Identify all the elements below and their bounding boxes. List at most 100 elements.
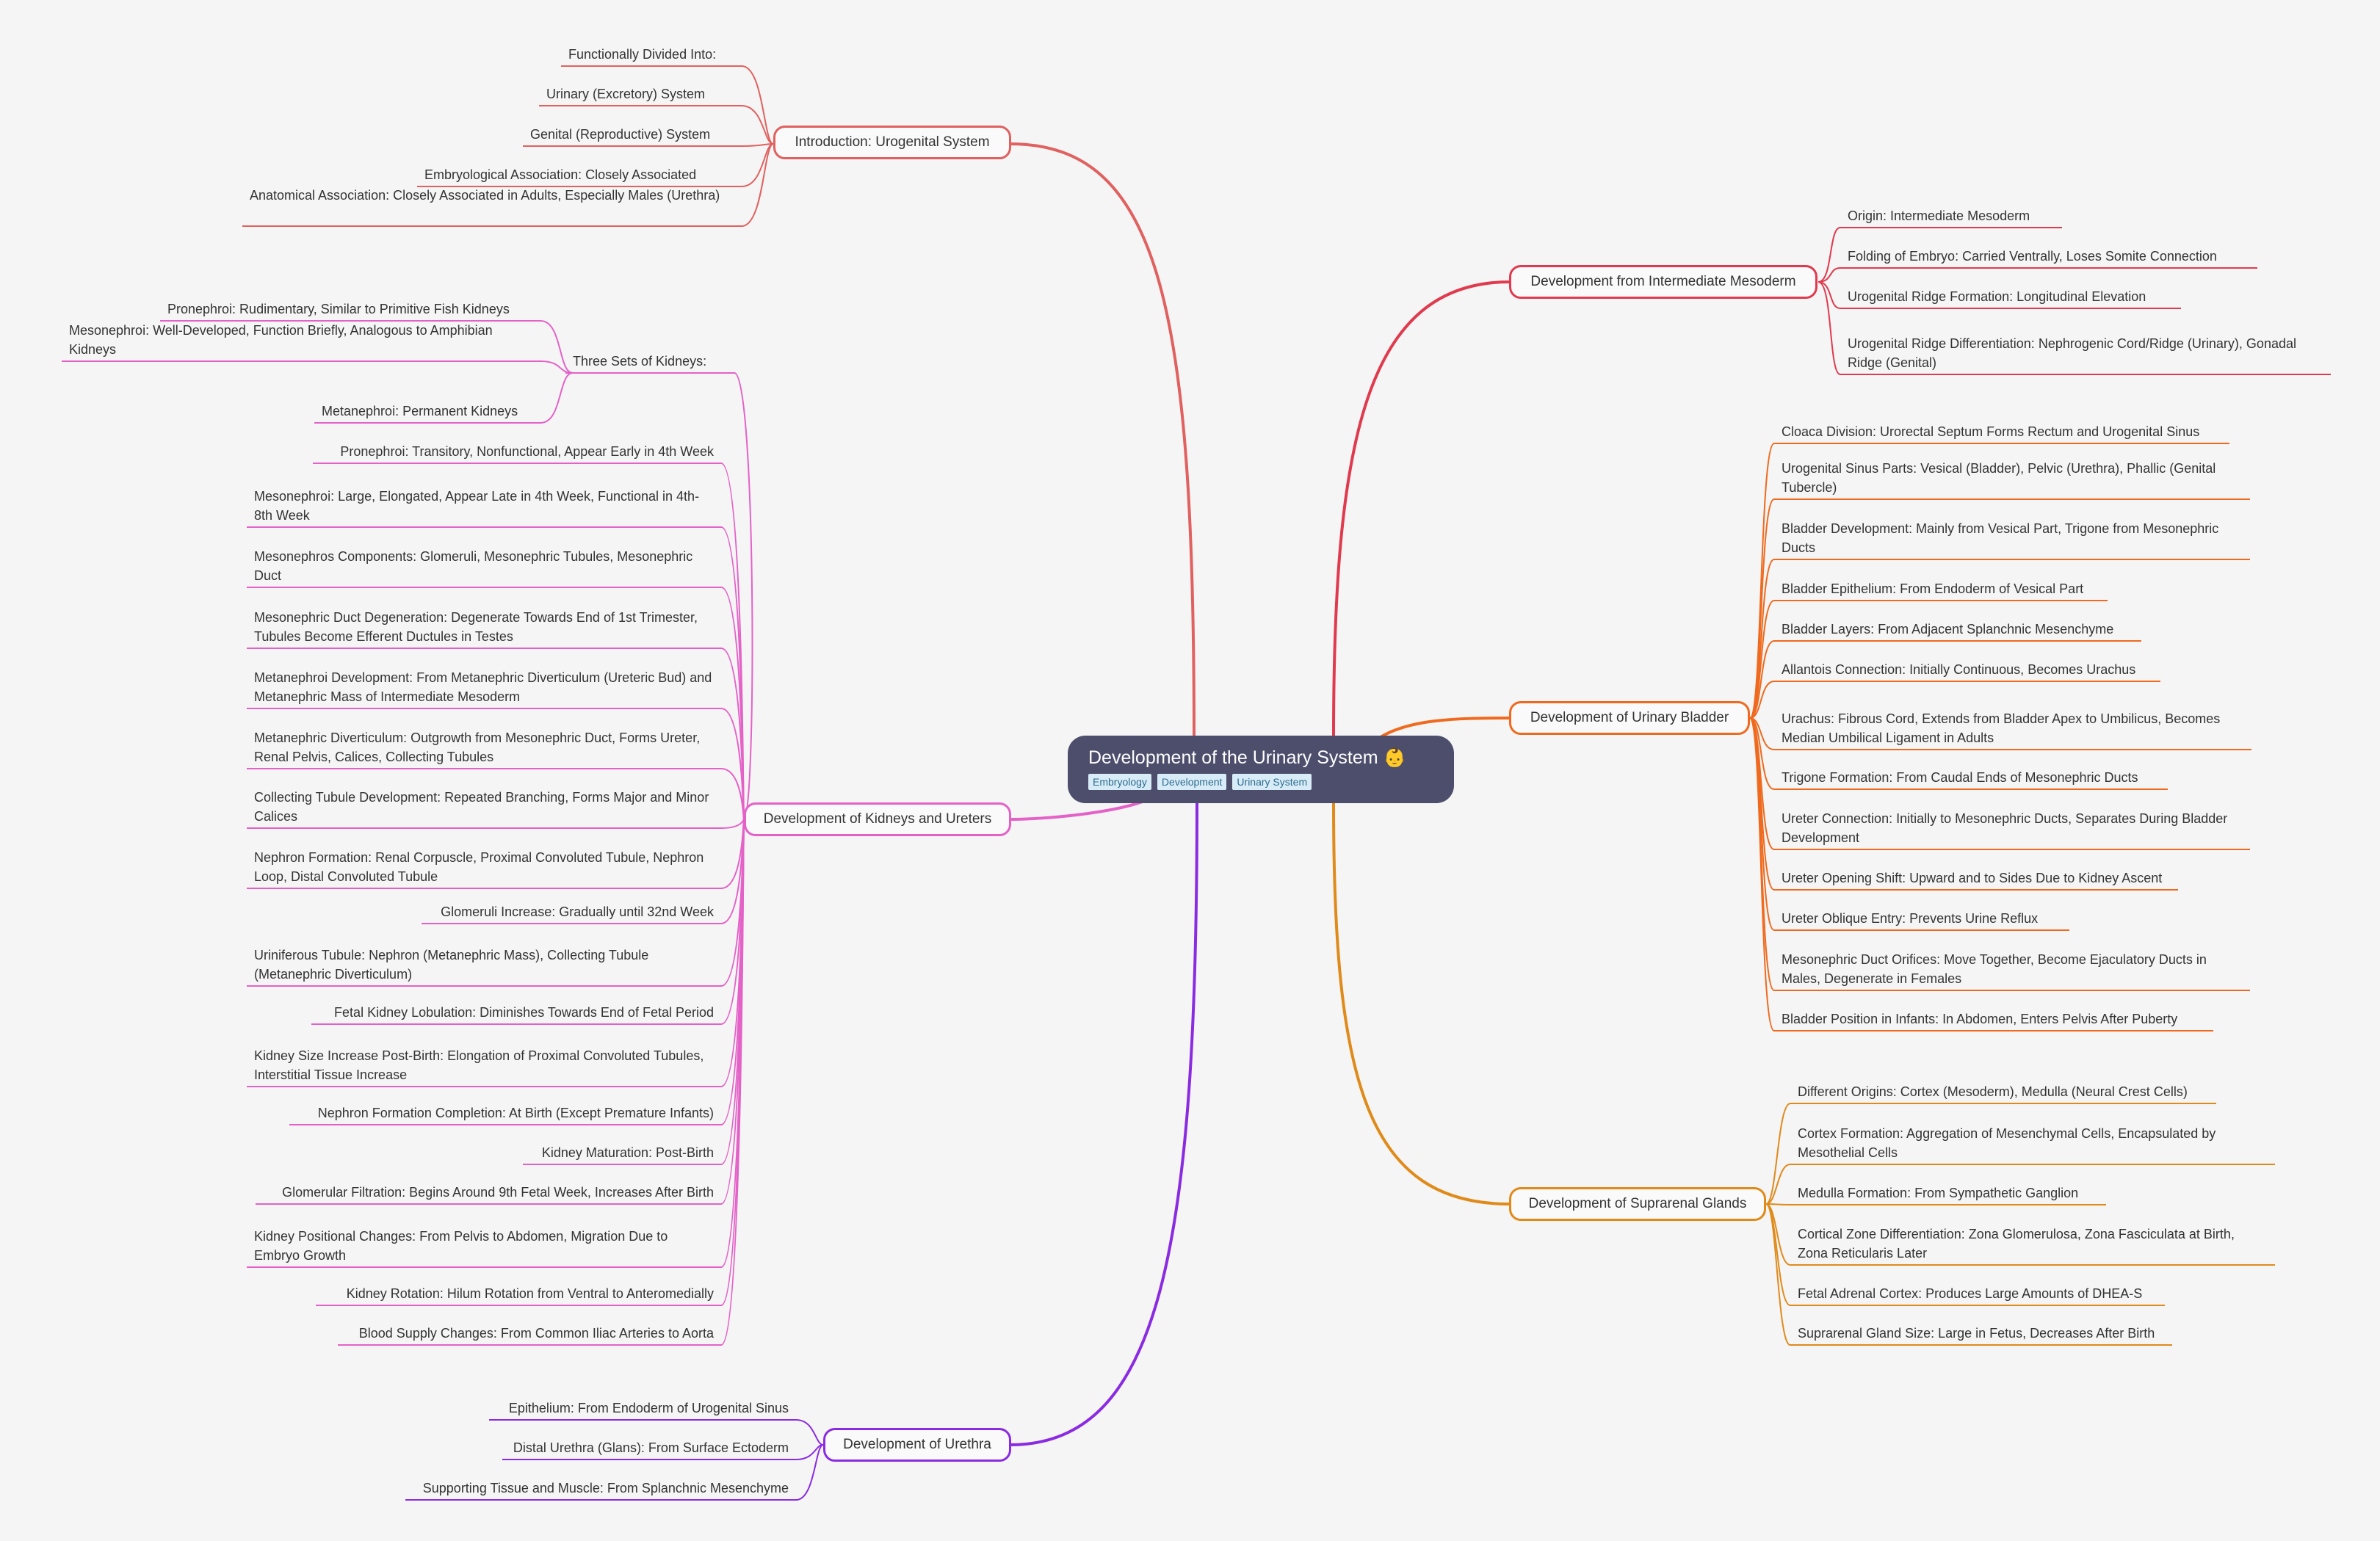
kidneys-item-13[interactable]: Kidney Maturation: Post-Birth [541, 1145, 714, 1160]
edge-intro [1010, 142, 1196, 738]
kidneys-item-11[interactable]: Kidney Size Increase Post-Birth: Elongat… [254, 1048, 704, 1082]
bladder-item-0[interactable]: Cloaca Division: Urorectal Septum Forms … [1782, 424, 2200, 439]
bladder-edge-5 [1749, 681, 1775, 719]
kidneys-three-sets[interactable]: Three Sets of Kidneys: [573, 354, 707, 369]
edge-mesoderm [1332, 280, 1511, 738]
urethra-item-2[interactable]: Supporting Tissue and Muscle: From Splan… [422, 1481, 789, 1495]
kidneys-item-9[interactable]: Uriniferous Tubule: Nephron (Metanephric… [254, 948, 649, 982]
suprarenal-item-4[interactable]: Fetal Adrenal Cortex: Produces Large Amo… [1798, 1286, 2143, 1301]
kidneys-item-6[interactable]: Collecting Tubule Development: Repeated … [254, 790, 709, 824]
kidneys-edge-7 [720, 819, 745, 889]
bladder-edge-1 [1749, 498, 1775, 719]
kidneys-sub-edge-1 [540, 360, 574, 374]
tag-urinary-system[interactable]: Urinary System [1232, 774, 1312, 790]
kidneys-item-16[interactable]: Kidney Rotation: Hilum Rotation from Ven… [346, 1286, 714, 1301]
suprarenal-item-1[interactable]: Cortex Formation: Aggregation of Mesench… [1798, 1126, 2216, 1160]
kidneys-edge-17 [720, 819, 745, 1346]
root-topic[interactable]: Development of the Urinary System 👶 Embr… [1068, 736, 1454, 803]
kidneys-edge-6 [720, 819, 745, 829]
intro-item-0[interactable]: Functionally Divided Into: [568, 47, 717, 62]
branch-intermediate-mesoderm[interactable]: Development from Intermediate Mesoderm [1509, 265, 1817, 299]
intro-edge-4 [741, 143, 774, 227]
edge-suprarenal [1332, 802, 1511, 1205]
mesoderm-edge-1 [1817, 267, 1841, 283]
bladder-edge-4 [1749, 640, 1775, 719]
kidneys-item-15[interactable]: Kidney Positional Changes: From Pelvis t… [254, 1229, 668, 1263]
suprarenal-edge-2 [1765, 1203, 1791, 1205]
suprarenal-item-2[interactable]: Medulla Formation: From Sympathetic Gang… [1798, 1186, 2079, 1200]
kidneys-item-3[interactable]: Mesonephric Duct Degeneration: Degenerat… [254, 610, 698, 644]
bladder-item-10[interactable]: Ureter Oblique Entry: Prevents Urine Ref… [1782, 911, 2039, 926]
kidneys-item-1[interactable]: Mesonephroi: Large, Elongated, Appear La… [254, 489, 700, 523]
bladder-item-3[interactable]: Bladder Epithelium: From Endoderm of Ves… [1782, 581, 2084, 596]
bladder-item-1[interactable]: Urogenital Sinus Parts: Vesical (Bladder… [1782, 461, 2216, 495]
kidneys-item-14[interactable]: Glomerular Filtration: Begins Around 9th… [282, 1185, 714, 1200]
mesoderm-edge-0 [1817, 227, 1841, 283]
bladder-item-7[interactable]: Trigone Formation: From Caudal Ends of M… [1782, 770, 2138, 785]
intro-item-1[interactable]: Urinary (Excretory) System [546, 87, 706, 101]
kidneys-item-7[interactable]: Nephron Formation: Renal Corpuscle, Prox… [254, 850, 704, 884]
kidneys-item-0[interactable]: Pronephroi: Transitory, Nonfunctional, A… [340, 444, 714, 459]
bladder-item-6[interactable]: Urachus: Fibrous Cord, Extends from Blad… [1782, 711, 2221, 745]
kidneys-sub-item-0[interactable]: Pronephroi: Rudimentary, Similar to Prim… [167, 302, 510, 316]
kidneys-item-17[interactable]: Blood Supply Changes: From Common Iliac … [358, 1326, 714, 1341]
kidneys-item-10[interactable]: Fetal Kidney Lobulation: Diminishes Towa… [334, 1005, 714, 1020]
bladder-item-11[interactable]: Mesonephric Duct Orifices: Move Together… [1782, 952, 2207, 986]
bladder-item-5[interactable]: Allantois Connection: Initially Continuo… [1782, 662, 2136, 677]
branch-introduction[interactable]: Introduction: Urogenital System [773, 126, 1011, 159]
tag-embryology[interactable]: Embryology [1088, 774, 1151, 790]
edge-bladder [1379, 717, 1511, 739]
urethra-edge-2 [795, 1444, 824, 1501]
root-title: Development of the Urinary System 👶 [1088, 747, 1406, 768]
bladder-item-2[interactable]: Bladder Development: Mainly from Vesical… [1782, 521, 2219, 555]
kidneys-sub-item-1[interactable]: Mesonephroi: Well-Developed, Function Br… [69, 323, 493, 357]
bladder-item-12[interactable]: Bladder Position in Infants: In Abdomen,… [1782, 1012, 2178, 1026]
suprarenal-edge-0 [1765, 1103, 1791, 1205]
mesoderm-item-1[interactable]: Folding of Embryo: Carried Ventrally, Lo… [1848, 249, 2217, 264]
edge-kidneys [1010, 797, 1151, 821]
mesoderm-edge-3 [1817, 281, 1841, 375]
kidneys-item-12[interactable]: Nephron Formation Completion: At Birth (… [317, 1106, 714, 1120]
kidneys-edge-5 [720, 768, 745, 820]
mesoderm-item-2[interactable]: Urogenital Ridge Formation: Longitudinal… [1848, 289, 2146, 304]
urethra-item-0[interactable]: Epithelium: From Endoderm of Urogenital … [508, 1401, 789, 1415]
intro-edge-0 [741, 65, 774, 145]
branch-kidneys-ureters[interactable]: Development of Kidneys and Ureters [744, 802, 1011, 836]
bladder-item-8[interactable]: Ureter Connection: Initially to Mesoneph… [1782, 811, 2228, 845]
kidneys-sub-edge-2 [540, 372, 574, 424]
mesoderm-item-3[interactable]: Urogenital Ridge Differentiation: Nephro… [1848, 336, 2296, 370]
intro-item-3[interactable]: Embryological Association: Closely Assoc… [424, 167, 697, 182]
suprarenal-item-3[interactable]: Cortical Zone Differentiation: Zona Glom… [1798, 1227, 2235, 1261]
bladder-edge-12 [1749, 717, 1775, 1031]
bladder-item-4[interactable]: Bladder Layers: From Adjacent Splanchnic… [1782, 622, 2114, 637]
mesoderm-edge-2 [1817, 281, 1841, 309]
urethra-item-1[interactable]: Distal Urethra (Glans): From Surface Ect… [513, 1440, 789, 1455]
suprarenal-edge-1 [1765, 1164, 1791, 1205]
tag-development[interactable]: Development [1157, 774, 1227, 790]
bladder-edge-3 [1749, 600, 1775, 719]
kidneys-sub-item-2[interactable]: Metanephroi: Permanent Kidneys [322, 404, 518, 418]
kidneys-item-4[interactable]: Metanephroi Development: From Metanephri… [254, 670, 712, 704]
intro-edge-2 [741, 143, 774, 147]
kidneys-item-2[interactable]: Mesonephros Components: Glomeruli, Meson… [254, 549, 693, 583]
kidneys-item-5[interactable]: Metanephric Diverticulum: Outgrowth from… [254, 730, 701, 764]
suprarenal-edge-5 [1765, 1203, 1791, 1346]
suprarenal-item-5[interactable]: Suprarenal Gland Size: Large in Fetus, D… [1798, 1326, 2155, 1341]
branch-suprarenal-glands[interactable]: Development of Suprarenal Glands [1509, 1187, 1766, 1221]
bladder-item-9[interactable]: Ureter Opening Shift: Upward and to Side… [1782, 871, 2163, 885]
branch-urethra[interactable]: Development of Urethra [823, 1428, 1011, 1462]
mesoderm-item-0[interactable]: Origin: Intermediate Mesoderm [1848, 209, 2030, 223]
urethra-edge-0 [795, 1419, 824, 1446]
kidneys-sub-edge-0 [540, 320, 574, 374]
kidneys-item-8[interactable]: Glomeruli Increase: Gradually until 32nd… [441, 904, 714, 919]
kidneys-edge-sub [734, 372, 753, 820]
intro-item-2[interactable]: Genital (Reproductive) System [530, 127, 711, 142]
bladder-edge-7 [1749, 717, 1775, 790]
tag-list: Embryology Development Urinary System [1088, 774, 1433, 790]
intro-item-4[interactable]: Anatomical Association: Closely Associat… [250, 188, 720, 203]
suprarenal-item-0[interactable]: Different Origins: Cortex (Mesoderm), Me… [1798, 1084, 2188, 1099]
intro-edge-1 [741, 105, 774, 145]
edge-urethra [1010, 802, 1198, 1446]
branch-urinary-bladder[interactable]: Development of Urinary Bladder [1509, 701, 1750, 735]
